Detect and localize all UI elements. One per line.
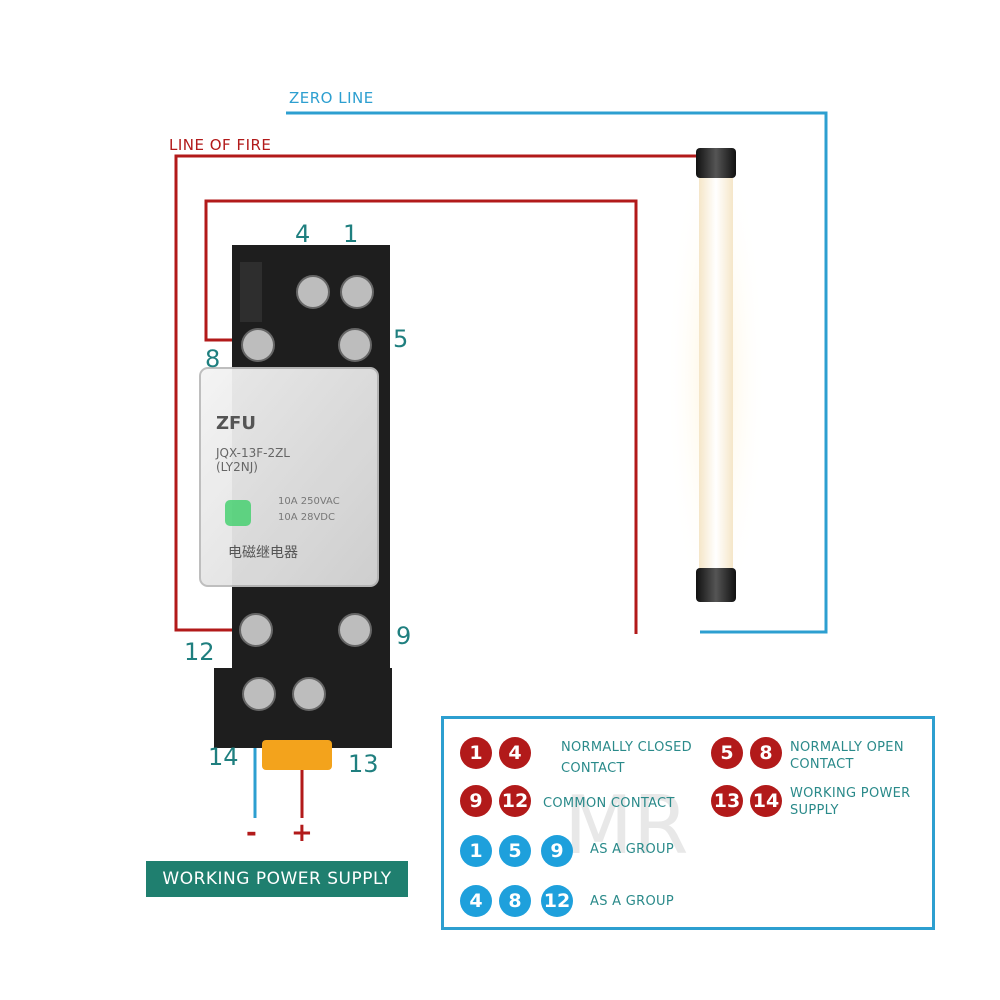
legend-working-power-line1: WORKING POWER [790,786,911,801]
relay-rating-ac: 10A 250VAC [278,496,340,507]
legend-normally-open-line1: NORMALLY OPEN [790,740,904,755]
relay-brand: ZFU [216,413,256,434]
relay-model-alt: (LY2NJ) [216,460,258,474]
legend-group-1: AS A GROUP [590,842,674,857]
legend-working-power-line2: SUPPLY [790,803,839,818]
legend-circle-group1-9: 9 [541,835,573,867]
terminal-5-label: 5 [393,325,409,353]
legend-circle-1: 1 [460,737,492,769]
power-plus-label: + [291,818,313,848]
terminal-13-label: 13 [348,750,379,778]
legend-working-power: WORKING POWER SUPPLY [790,785,910,819]
terminal-8-label: 8 [205,345,221,373]
relay-indicator [225,500,251,526]
legend-circle-5: 5 [711,737,743,769]
working-power-supply-label: WORKING POWER SUPPLY [146,861,408,897]
power-minus-label: - [246,818,257,848]
legend-circle-group2-8: 8 [499,885,531,917]
relay-rating-dc: 10A 28VDC [278,512,335,523]
legend-circle-12: 12 [499,785,531,817]
legend-circle-14: 14 [750,785,782,817]
zero-line-wire [286,111,828,634]
line-of-fire-wire-1 [174,154,700,632]
legend-box: MR 1 4 NORMALLY CLOSED CONTACT 5 8 NORMA… [441,716,935,930]
watermark: MR [564,779,689,872]
terminal-12-label: 12 [184,638,215,666]
legend-normally-open: NORMALLY OPEN CONTACT [790,739,904,773]
legend-normally-closed-line2: CONTACT [561,761,625,776]
relay-chinese-label: 电磁继电器 [228,545,298,561]
legend-circle-group2-4: 4 [460,885,492,917]
line-of-fire-wire-2 [204,199,638,634]
relay-cover [199,367,379,587]
legend-circle-group1-1: 1 [460,835,492,867]
terminal-4-label: 4 [295,220,311,248]
line-of-fire-label: LINE OF FIRE [169,136,272,154]
legend-circle-9: 9 [460,785,492,817]
legend-group-2: AS A GROUP [590,894,674,909]
legend-circle-4: 4 [499,737,531,769]
lamp-tube [666,130,766,630]
legend-normally-closed-line1: NORMALLY CLOSED [561,740,692,755]
legend-circle-13: 13 [711,785,743,817]
legend-normally-closed: NORMALLY CLOSED CONTACT [561,739,692,777]
legend-normally-open-line2: CONTACT [790,757,854,772]
zero-line-label: ZERO LINE [289,89,374,107]
legend-common-contact: COMMON CONTACT [543,796,675,811]
screw-terminals [239,275,374,711]
terminal-9-label: 9 [396,622,412,650]
relay-model: JQX-13F-2ZL [216,446,290,460]
legend-circle-8: 8 [750,737,782,769]
terminal-14-label: 14 [208,743,239,771]
terminal-1-label: 1 [343,220,359,248]
legend-circle-group1-5: 5 [499,835,531,867]
legend-circle-group2-12: 12 [541,885,573,917]
